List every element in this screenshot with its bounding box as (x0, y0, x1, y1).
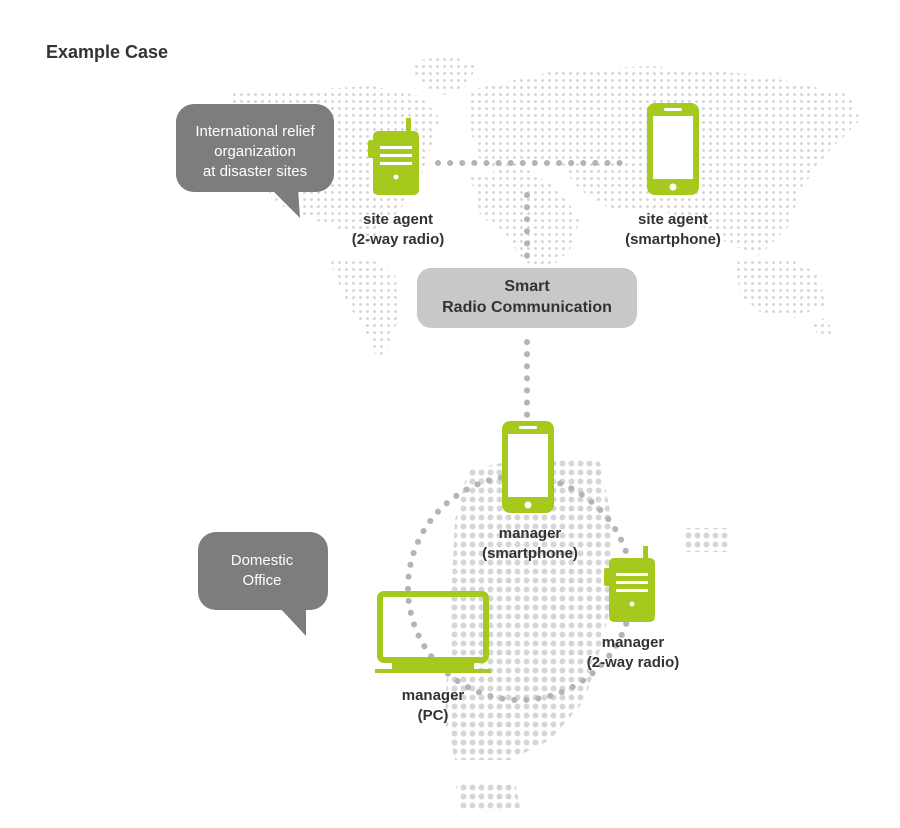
hub-label-line: Smart (504, 278, 550, 295)
bubble-international-text: International relief organization at dis… (195, 122, 314, 182)
domestic-region-map (445, 455, 728, 810)
manager-pc-label-line: manager (401, 687, 465, 704)
manager-radio-label-line: manager (601, 634, 665, 651)
bubble-domestic-line: Domestic (230, 552, 294, 569)
site-radio-label-line: (2-way radio) (351, 231, 445, 248)
manager-pc-label-line: (PC) (417, 707, 449, 724)
bubble-international-line: organization (214, 143, 296, 160)
bubble-domestic-line: Office (242, 572, 282, 589)
manager-radio-label: manager (2-way radio) (587, 633, 680, 673)
manager-radio-icon (604, 546, 655, 622)
site-radio-label: site agent (2-way radio) (352, 210, 445, 250)
bubble-international-line: International relief (195, 123, 315, 140)
bubble-domestic-text: Domestic Office (231, 551, 294, 591)
manager-pc-label: manager (PC) (402, 686, 465, 726)
bubble-international-line: at disaster sites (202, 163, 308, 180)
page-title: Example Case (46, 42, 169, 62)
site-phone-label-line: site agent (637, 211, 709, 228)
hub-label: Smart Radio Communication (442, 276, 612, 318)
bubble-international (176, 104, 334, 218)
manager-phone-label: manager (smartphone) (482, 524, 578, 564)
site-phone-label: site agent (smartphone) (625, 210, 721, 250)
bubble-domestic (198, 532, 328, 636)
manager-phone-label-line: manager (498, 525, 562, 542)
site-phone-icon (647, 103, 699, 195)
manager-phone-icon (502, 421, 554, 513)
site-radio-label-line: site agent (362, 211, 434, 228)
manager-radio-label-line: (2-way radio) (586, 654, 680, 671)
site-radio-icon (368, 118, 419, 195)
manager-phone-label-line: (smartphone) (482, 545, 578, 562)
site-phone-label-line: (smartphone) (625, 231, 721, 248)
hub-box (417, 268, 637, 328)
hub-label-line: Radio Communication (442, 299, 612, 316)
manager-pc-icon (375, 591, 491, 673)
